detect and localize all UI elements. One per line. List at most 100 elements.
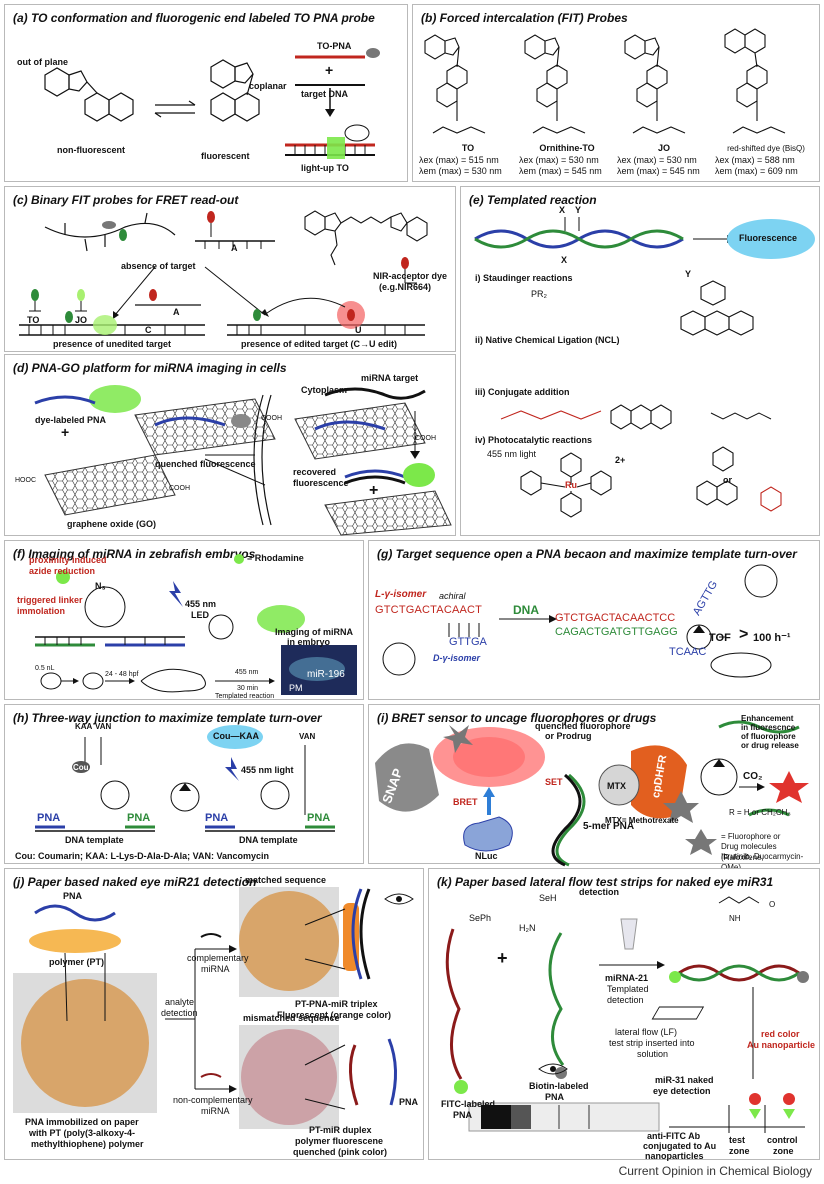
label-templ-f: Templated reaction — [215, 693, 275, 700]
panel-a: (a) TO conformation and fluorogenic end … — [4, 4, 408, 182]
label-cytoplasm: Cytoplasm — [301, 385, 348, 395]
label-r4: iv) Photocatalytic reactions — [475, 435, 593, 445]
dye-em-1: λem (max) = 545 nm — [519, 166, 602, 176]
panel-b-art — [424, 28, 786, 134]
label-pq2: quenched (pink color) — [293, 1147, 388, 1157]
label-cooh-2: COOH — [261, 415, 282, 422]
eye-icon-k — [538, 1063, 568, 1075]
to-coplanar-structure — [210, 59, 260, 122]
label-y-bottom: Y — [685, 269, 692, 279]
label-absence: absence of target — [121, 261, 196, 271]
dye-name-2: JO — [657, 143, 670, 153]
label-cooh-1: COOH — [169, 485, 190, 492]
cpdhfr-protein — [631, 745, 687, 819]
label-pr2: PR₂ — [531, 289, 547, 299]
label-immob2: with PT (poly(3-alkoxy-4- — [29, 1128, 136, 1138]
label-star1: = Fluorophore or — [721, 832, 781, 841]
label-complementary: complementary — [187, 953, 249, 963]
panel-a-art — [44, 48, 380, 159]
label-detection-k: detection — [579, 887, 620, 897]
duplex-unedited — [19, 289, 205, 336]
panel-c-title: (c) Binary FIT probes for FRET read-out — [13, 193, 239, 207]
label-r2: ii) Native Chemical Ligation (NCL) — [475, 335, 620, 345]
label-red2: Au nanoparticle — [747, 1040, 816, 1050]
pna-backbone-absence — [44, 212, 176, 252]
label-immob1: PNA immobilized on paper — [25, 1117, 139, 1127]
panel-j-title: (j) Paper based naked eye miR21 detectio… — [13, 875, 257, 889]
label-detection-j: detection — [161, 1008, 198, 1018]
label-van: VAN — [95, 722, 112, 731]
quencher-dot — [102, 221, 116, 229]
label-pna-h4: PNA — [307, 812, 331, 824]
dye-structure-ornithine-to — [524, 34, 586, 134]
dye-structure-to — [424, 34, 486, 134]
label-mirna-target: miRNA target — [361, 373, 419, 383]
label-matched: matched sequence — [245, 875, 327, 885]
label-a-mid: A — [173, 307, 180, 317]
fluorophore-structure — [680, 280, 754, 336]
dye-em-0: λem (max) = 530 nm — [419, 166, 502, 176]
panel-i-art — [375, 720, 809, 867]
label-templated-k: Templated — [607, 984, 649, 994]
label-lf2: test strip inserted into — [609, 1038, 695, 1048]
label-immolation: immolation — [17, 606, 66, 616]
label-target-dna: target DNA — [301, 89, 349, 99]
label-ab1: anti-FITC Ab — [647, 1131, 701, 1141]
label-template-1: DNA template — [65, 835, 124, 845]
dye-name-0: TO — [461, 143, 475, 153]
label-biotin2: PNA — [545, 1092, 565, 1102]
label-out-of-plane: out of plane — [17, 57, 68, 67]
label-fitc2: PNA — [453, 1110, 473, 1120]
label-hpf: 24 - 48 hpf — [105, 671, 139, 678]
label-test: test — [729, 1135, 746, 1145]
footer-journal: Current Opinion in Chemical Biology — [618, 1164, 812, 1178]
label-bret: BRET — [453, 797, 478, 807]
label-enh1: Enhancement — [741, 714, 794, 723]
label-tof: TOF — [709, 632, 731, 644]
label-duplex: PT-miR duplex — [309, 1125, 372, 1135]
label-light-h: 455 nm light — [241, 765, 294, 775]
label-plus-d2: + — [369, 482, 379, 499]
label-light-up: light-up TO — [301, 163, 349, 173]
label-quenched-i: quenched fluorophore — [535, 721, 631, 731]
dye-ex-0: λex (max) = 515 nm — [419, 155, 499, 165]
label-imaging: Imaging of miRNA — [275, 627, 353, 637]
label-coukaa: Cou—KAA — [213, 731, 259, 741]
star-released — [769, 771, 809, 803]
star-legend-icon — [685, 829, 717, 855]
label-r1: i) Staudinger reactions — [475, 273, 573, 283]
ru-complex-structure — [520, 452, 612, 518]
label-ab3: nanoparticles — [645, 1151, 704, 1161]
label-plus-k: + — [497, 948, 508, 968]
equilibrium-arrows — [154, 100, 196, 118]
label-edited: presence of edited target (C→U edit) — [241, 339, 398, 349]
label-nh: NH — [729, 914, 741, 923]
label-charge-e: 2+ — [615, 455, 626, 465]
label-analyte: analyte — [165, 997, 195, 1007]
panel-i-title: (i) BRET sensor to uncage fluorophores o… — [377, 711, 657, 725]
dye-structure-jo — [624, 34, 686, 134]
label-seph: SePh — [469, 913, 492, 923]
label-x-top: X — [559, 205, 566, 215]
to-twisted-structure — [44, 67, 134, 122]
label-red1: red color — [761, 1029, 800, 1039]
label-seq3: CAGACTGATGTTGAGG — [555, 626, 678, 638]
label-ru-e: Ru — [565, 480, 577, 490]
panel-e-title: (e) Templated reaction — [469, 193, 597, 207]
label-dye-pna: dye-labeled PNA — [35, 415, 107, 425]
panel-a-title: (a) TO conformation and fluorogenic end … — [13, 11, 375, 25]
label-non-fluorescent: non-fluorescent — [57, 145, 126, 155]
label-pm: PM — [289, 683, 303, 693]
label-prodrug: or Prodrug — [545, 731, 592, 741]
label-achiral: achiral — [439, 591, 466, 601]
panel-g-title: (g) Target sequence open a PNA becaon an… — [377, 547, 797, 561]
dye-ex-2: λex (max) = 530 nm — [617, 155, 697, 165]
panel-h-title: (h) Three-way junction to maximize templ… — [13, 711, 322, 725]
panel-k: (k) Paper based lateral flow test strips… — [428, 868, 820, 1161]
label-l-isomer: L-γ-isomer — [375, 589, 427, 600]
label-template-2: DNA template — [239, 835, 298, 845]
paper-disc-matched — [239, 891, 339, 991]
panel-d-art — [34, 385, 452, 536]
label-mirna21: miRNA-21 — [605, 973, 649, 983]
panel-e: (e) Templated reaction — [460, 186, 820, 536]
